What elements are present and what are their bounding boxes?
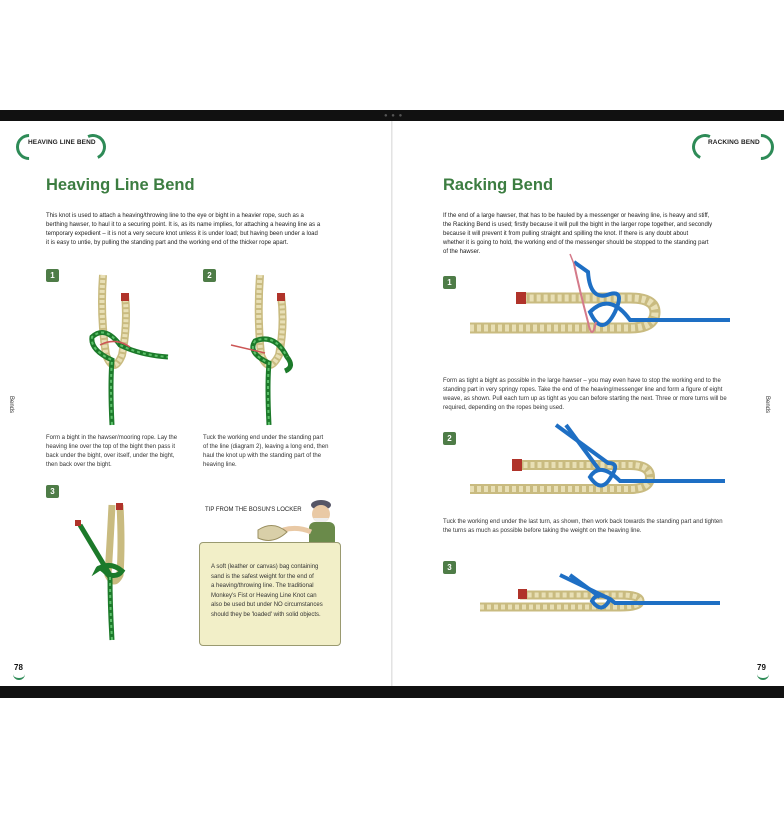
page-number-arc-icon <box>13 673 25 680</box>
heaving-line-bend-step2-illustration <box>230 274 293 426</box>
top-bezel <box>0 110 784 121</box>
heaving-line-bend-step3-illustration <box>75 503 126 641</box>
running-head: HEAVING LINE BEND <box>28 139 96 146</box>
step-number: 1 <box>443 276 456 289</box>
page-title: Heaving Line Bend <box>46 176 195 194</box>
step-caption: Tuck the working end under the last turn… <box>443 519 723 534</box>
camera-dots: ● ● ● <box>384 113 404 119</box>
tip-heading: TIP FROM THE BOSUN'S LOCKER <box>205 507 302 513</box>
step-number: 2 <box>203 269 216 282</box>
step-caption: Form a bight in the hawser/mooring rope.… <box>46 435 178 468</box>
racking-bend-step2-illustration <box>470 423 725 494</box>
running-head: RACKING BEND <box>708 139 760 146</box>
tip-box <box>199 542 341 646</box>
page-number-arc-icon <box>757 673 769 680</box>
side-tab: Bends <box>8 396 14 414</box>
book-spine <box>391 121 393 686</box>
page-title: Racking Bend <box>443 176 554 194</box>
heaving-line-bend-step1-illustration <box>89 274 169 426</box>
step-caption: Tuck the working end under the standing … <box>203 435 329 468</box>
racking-bend-step3-illustration <box>480 573 720 612</box>
step-number: 3 <box>46 485 59 498</box>
bottom-bezel <box>0 686 784 698</box>
page-number: 79 <box>757 663 766 672</box>
step-number: 1 <box>46 269 59 282</box>
racking-bend-step1-illustration <box>470 253 730 334</box>
step-number: 3 <box>443 561 456 574</box>
page-number: 78 <box>14 663 23 672</box>
step-caption: Form as tight a bight as possible in the… <box>443 378 727 411</box>
intro-paragraph: This knot is used to attach a heaving/th… <box>46 213 321 246</box>
intro-paragraph: If the end of a large hawser, that has t… <box>443 213 713 255</box>
side-tab: Bends <box>764 396 770 414</box>
tip-text: A soft (leather or canvas) bag containin… <box>211 564 323 618</box>
step-number: 2 <box>443 432 456 445</box>
